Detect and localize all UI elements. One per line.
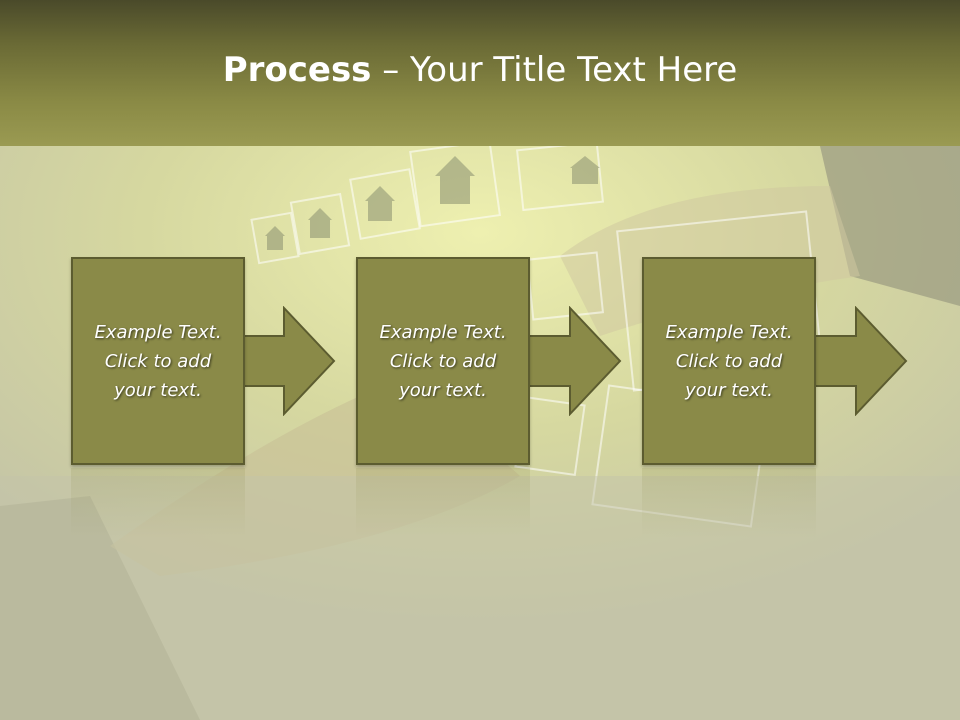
title-rest: – Your Title Text Here bbox=[371, 50, 738, 90]
step-1-arrow bbox=[240, 306, 336, 416]
step-1-box[interactable]: Example Text. Click to add your text. bbox=[71, 257, 245, 465]
step-2-box[interactable]: Example Text. Click to add your text. bbox=[356, 257, 530, 465]
step-3-box[interactable]: Example Text. Click to add your text. bbox=[642, 257, 816, 465]
step-3-reflection bbox=[642, 468, 816, 538]
step-2-arrow bbox=[526, 306, 622, 416]
step-1-text: Example Text. Click to add your text. bbox=[94, 321, 222, 401]
title-bold: Process bbox=[222, 50, 372, 90]
step-3-arrow bbox=[812, 306, 908, 416]
slide-title[interactable]: Process – Your Title Text Here bbox=[0, 50, 960, 90]
step-1-reflection bbox=[71, 468, 245, 538]
step-3-text: Example Text. Click to add your text. bbox=[665, 321, 793, 401]
title-bar bbox=[0, 0, 960, 146]
step-2-reflection bbox=[356, 468, 530, 538]
step-2-text: Example Text. Click to add your text. bbox=[379, 321, 507, 401]
